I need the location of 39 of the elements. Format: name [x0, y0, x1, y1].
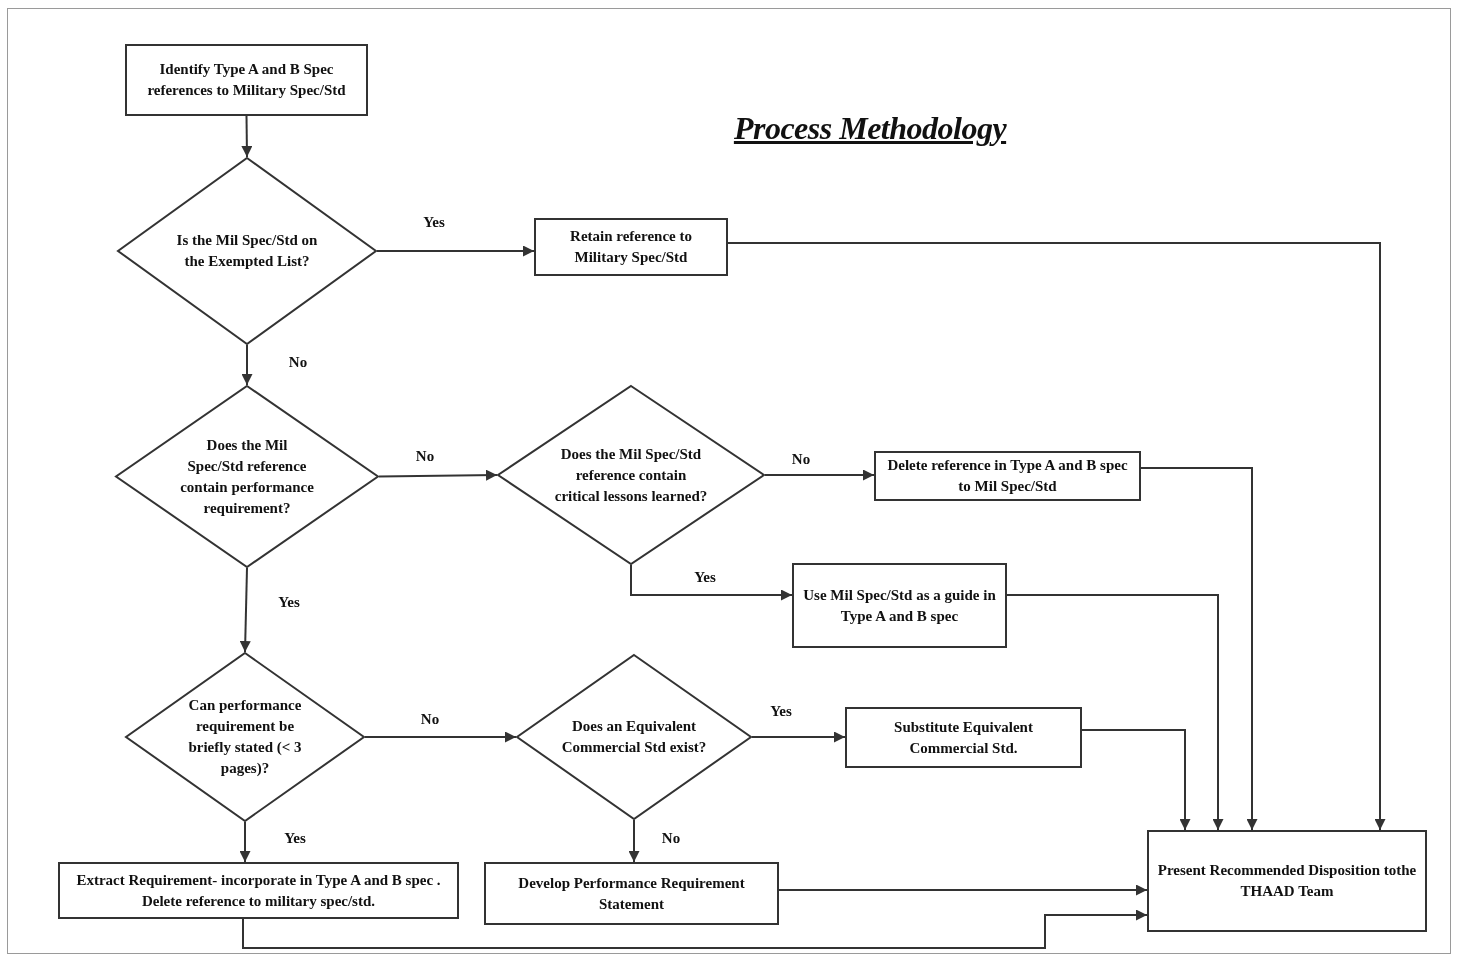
diagram-title: Process Methodology [732, 110, 1008, 147]
arrow [239, 821, 251, 863]
process-box [1147, 830, 1427, 932]
node-text: Does the Mil Spec/Std reference contain critical lessons learned? [553, 444, 709, 506]
node-text: Develop Performance Requirement Statement [517, 873, 746, 914]
process-box [484, 862, 779, 925]
arrow [778, 884, 1148, 896]
node-text: Does the Mil Spec/Std reference contain performance requirement? [179, 435, 315, 518]
arrow [376, 245, 535, 257]
node-text: Use Mil Spec/Std as a guide in Type A and B spec [802, 585, 997, 626]
arrow [630, 564, 793, 601]
node-text: Substitute Equivalent Commercial Std. [893, 717, 1034, 758]
process-box [125, 44, 368, 116]
arrow [364, 731, 517, 743]
arrow [751, 731, 846, 743]
process-box [534, 218, 728, 276]
arrow [239, 567, 251, 653]
arrow [1081, 729, 1191, 831]
node-text: Identify Type A and B Spec references to Military Spec/Std [146, 60, 347, 100]
node-text: Is the Mil Spec/Std on the Exempted List? [175, 231, 319, 271]
arrow [1140, 467, 1258, 831]
process-box [58, 862, 459, 919]
process-box [874, 451, 1141, 501]
arrow [241, 115, 253, 158]
process-box [845, 707, 1082, 768]
node-text: Present Recommended Disposition tothe THAAD Team [1156, 861, 1418, 901]
arrow [242, 909, 1148, 949]
node-text: Can performance requirement be briefly stated (< 3 pages)? [187, 696, 303, 778]
arrow [764, 469, 875, 481]
arrow [727, 242, 1386, 831]
node-text: Extract Requirement- incorporate in Type A and B spec . Delete reference to military spec/std. [75, 870, 442, 911]
node-text: Retain reference to Military Spec/Std [569, 227, 693, 267]
node-text: Delete reference in Type A and B spec to Mil Spec/Std [886, 456, 1129, 496]
arrow [1006, 594, 1224, 831]
arrow [628, 819, 640, 863]
node-text: Does an Equivalent Commercial Std exist? [560, 717, 708, 757]
arrow [378, 469, 498, 481]
process-box [792, 563, 1007, 648]
arrow [241, 344, 253, 386]
